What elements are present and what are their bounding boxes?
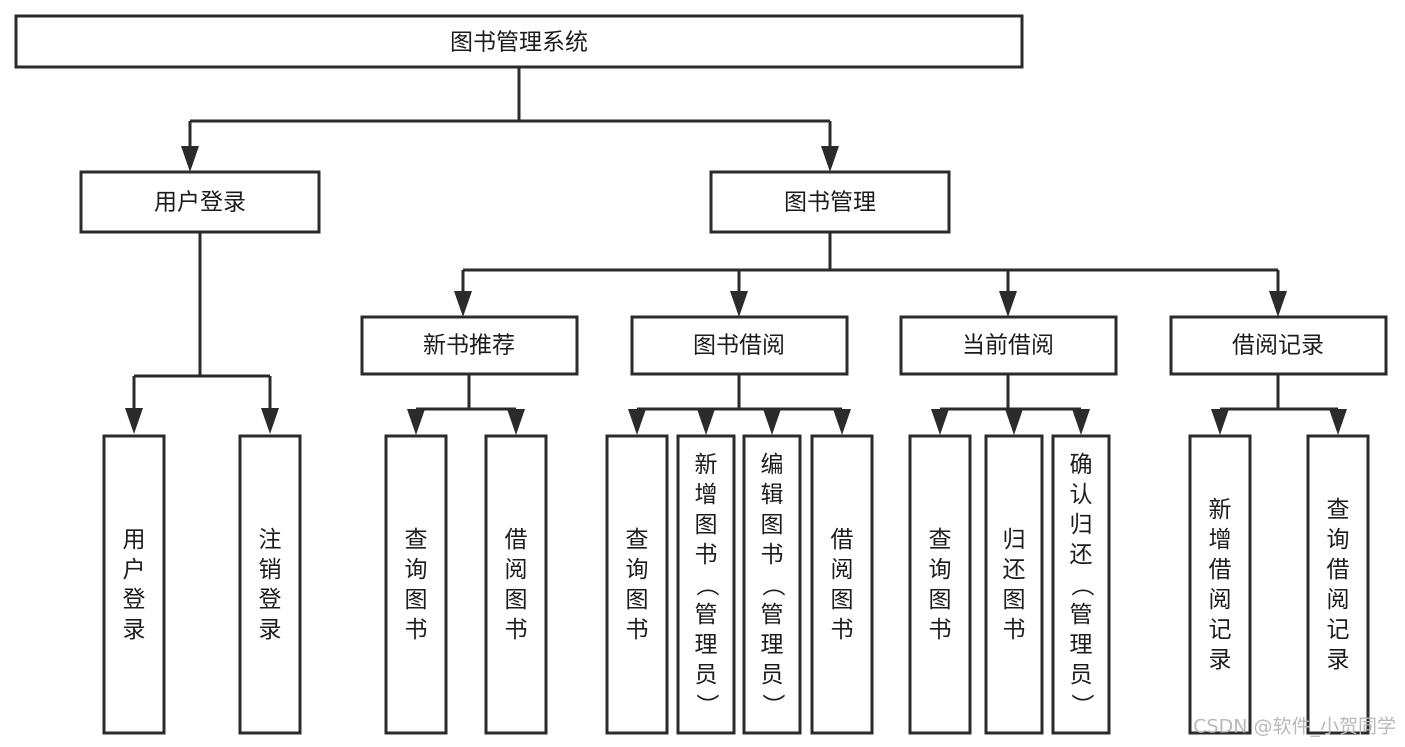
node-borrow-record-label: 借阅记录: [1232, 333, 1324, 359]
node-book-borrow[interactable]: 图书借阅: [630, 315, 849, 376]
node-leaf-query-book-rec-label: 查询图书: [405, 527, 428, 643]
node-user-login[interactable]: 用户登录: [79, 170, 321, 234]
node-leaf-query-borrow-record-box[interactable]: [1306, 434, 1370, 735]
node-book-management-label: 图书管理: [784, 190, 876, 216]
arrow-leaf-user-logout-icon: [261, 408, 279, 434]
node-leaf-add-borrow-record-label: 新增借阅记录: [1209, 497, 1232, 673]
node-new-book-recommend-label: 新书推荐: [423, 333, 515, 359]
node-leaf-query-book-bor-box[interactable]: [605, 434, 669, 735]
node-borrow-record-box[interactable]: [1169, 315, 1388, 376]
node-leaf-return-book[interactable]: 归还图书: [984, 434, 1044, 735]
arrow-leaf-borrow-book-bor-icon: [833, 409, 851, 435]
connector-group-new-book-recommend: [407, 374, 525, 435]
node-user-login-box[interactable]: [79, 170, 321, 234]
node-leaf-add-book-admin-label: 新增图书管理员: [695, 452, 718, 688]
node-leaf-query-borrow-record[interactable]: 查询借阅记录: [1306, 434, 1370, 735]
arrow-to-current-borrow-icon: [999, 291, 1017, 317]
node-root-box[interactable]: [14, 14, 1024, 69]
arrow-root-to-book-management-icon: [821, 146, 839, 172]
arrow-leaf-user-login-icon: [125, 408, 143, 434]
node-new-book-recommend-box[interactable]: [360, 315, 579, 376]
connector-group-book-management: [454, 232, 1287, 317]
vertical-char: （: [1069, 574, 1095, 597]
node-leaf-query-book-bor-label: 查询图书: [626, 527, 649, 643]
node-leaf-query-book-cur-box[interactable]: [908, 434, 972, 735]
node-leaf-query-book-bor[interactable]: 查询图书: [605, 434, 669, 735]
node-leaf-user-login-box[interactable]: [102, 434, 166, 735]
vertical-char: （: [694, 574, 720, 597]
vertical-char: ）: [760, 694, 786, 717]
node-leaf-edit-book-admin-box[interactable]: [742, 434, 802, 735]
arrow-leaf-borrow-book-rec-icon: [507, 409, 525, 435]
node-leaf-borrow-book-rec-label: 借阅图书: [505, 527, 528, 643]
node-leaf-query-borrow-record-label: 查询借阅记录: [1327, 497, 1350, 673]
node-leaf-user-logout[interactable]: 注销登录: [238, 434, 302, 735]
node-leaf-borrow-book-bor[interactable]: 借阅图书: [810, 434, 874, 735]
arrow-leaf-confirm-return-admin-icon: [1072, 409, 1090, 435]
node-leaf-user-login-label: 用户登录: [123, 527, 146, 643]
node-leaf-borrow-book-bor-box[interactable]: [810, 434, 874, 735]
vertical-char: ）: [694, 694, 720, 717]
node-book-borrow-box[interactable]: [630, 315, 849, 376]
node-leaf-borrow-book-rec-box[interactable]: [484, 434, 548, 735]
arrow-to-book-borrow-icon: [730, 291, 748, 317]
node-user-login-label: 用户登录: [154, 190, 246, 216]
node-leaf-add-book-admin[interactable]: 新增图书管理员 （ ）: [676, 434, 736, 735]
node-current-borrow-box[interactable]: [899, 315, 1118, 376]
arrow-leaf-query-book-bor-icon: [628, 409, 646, 435]
node-leaf-confirm-return-admin-box[interactable]: [1051, 434, 1111, 735]
node-leaf-query-book-cur-label: 查询图书: [929, 527, 952, 643]
node-root-label: 图书管理系统: [450, 30, 588, 56]
connector-group-book-borrow: [628, 374, 851, 435]
node-leaf-add-book-admin-box[interactable]: [676, 434, 736, 735]
connector-group-user-login: [125, 232, 279, 434]
arrow-leaf-add-borrow-record-icon: [1211, 409, 1229, 435]
arrow-to-borrow-record-icon: [1269, 291, 1287, 317]
node-leaf-query-book-rec-box[interactable]: [384, 434, 448, 735]
arrow-root-to-user-login-icon: [181, 146, 199, 172]
node-leaf-edit-book-admin-label: 编辑图书管理员: [761, 452, 784, 688]
node-new-book-recommend[interactable]: 新书推荐: [360, 315, 579, 376]
arrow-leaf-edit-book-admin-icon: [763, 409, 781, 435]
connector-group-root: [181, 67, 839, 172]
node-borrow-record[interactable]: 借阅记录: [1169, 315, 1388, 376]
node-leaf-user-logout-label: 注销登录: [259, 527, 282, 643]
node-leaf-add-borrow-record-box[interactable]: [1188, 434, 1252, 735]
node-leaf-user-login[interactable]: 用户登录: [102, 434, 166, 735]
node-book-management-box[interactable]: [709, 170, 951, 234]
node-current-borrow-label: 当前借阅: [962, 333, 1054, 359]
connector-group-borrow-record: [1211, 374, 1347, 435]
vertical-char: （: [760, 574, 786, 597]
node-book-management[interactable]: 图书管理: [709, 170, 951, 234]
node-leaf-return-book-box[interactable]: [984, 434, 1044, 735]
node-leaf-return-book-label: 归还图书: [1003, 527, 1026, 643]
arrow-leaf-query-borrow-record-icon: [1329, 409, 1347, 435]
arrow-leaf-return-book-icon: [1005, 409, 1023, 435]
connector-group-current-borrow: [931, 374, 1090, 435]
arrow-leaf-query-book-rec-icon: [407, 409, 425, 435]
arrow-to-new-book-recommend-icon: [454, 291, 472, 317]
arrow-leaf-query-book-cur-icon: [931, 409, 949, 435]
node-leaf-confirm-return-admin-label: 确认归还管理员: [1070, 452, 1093, 688]
node-book-borrow-label: 图书借阅: [693, 333, 785, 359]
node-current-borrow[interactable]: 当前借阅: [899, 315, 1118, 376]
vertical-char: ）: [1069, 694, 1095, 717]
node-root[interactable]: 图书管理系统: [14, 14, 1024, 69]
node-leaf-edit-book-admin[interactable]: 编辑图书管理员 （ ）: [742, 434, 802, 735]
node-leaf-user-logout-box[interactable]: [238, 434, 302, 735]
node-leaf-confirm-return-admin[interactable]: 确认归还管理员 （ ）: [1051, 434, 1111, 735]
csdn-watermark: CSDN @软件_小贺同学: [1193, 716, 1396, 738]
node-leaf-add-borrow-record[interactable]: 新增借阅记录: [1188, 434, 1252, 735]
node-leaf-borrow-book-bor-label: 借阅图书: [831, 527, 854, 643]
node-leaf-query-book-rec[interactable]: 查询图书: [384, 434, 448, 735]
node-leaf-query-book-cur[interactable]: 查询图书: [908, 434, 972, 735]
arrow-leaf-add-book-admin-icon: [697, 409, 715, 435]
node-leaf-borrow-book-rec[interactable]: 借阅图书: [484, 434, 548, 735]
